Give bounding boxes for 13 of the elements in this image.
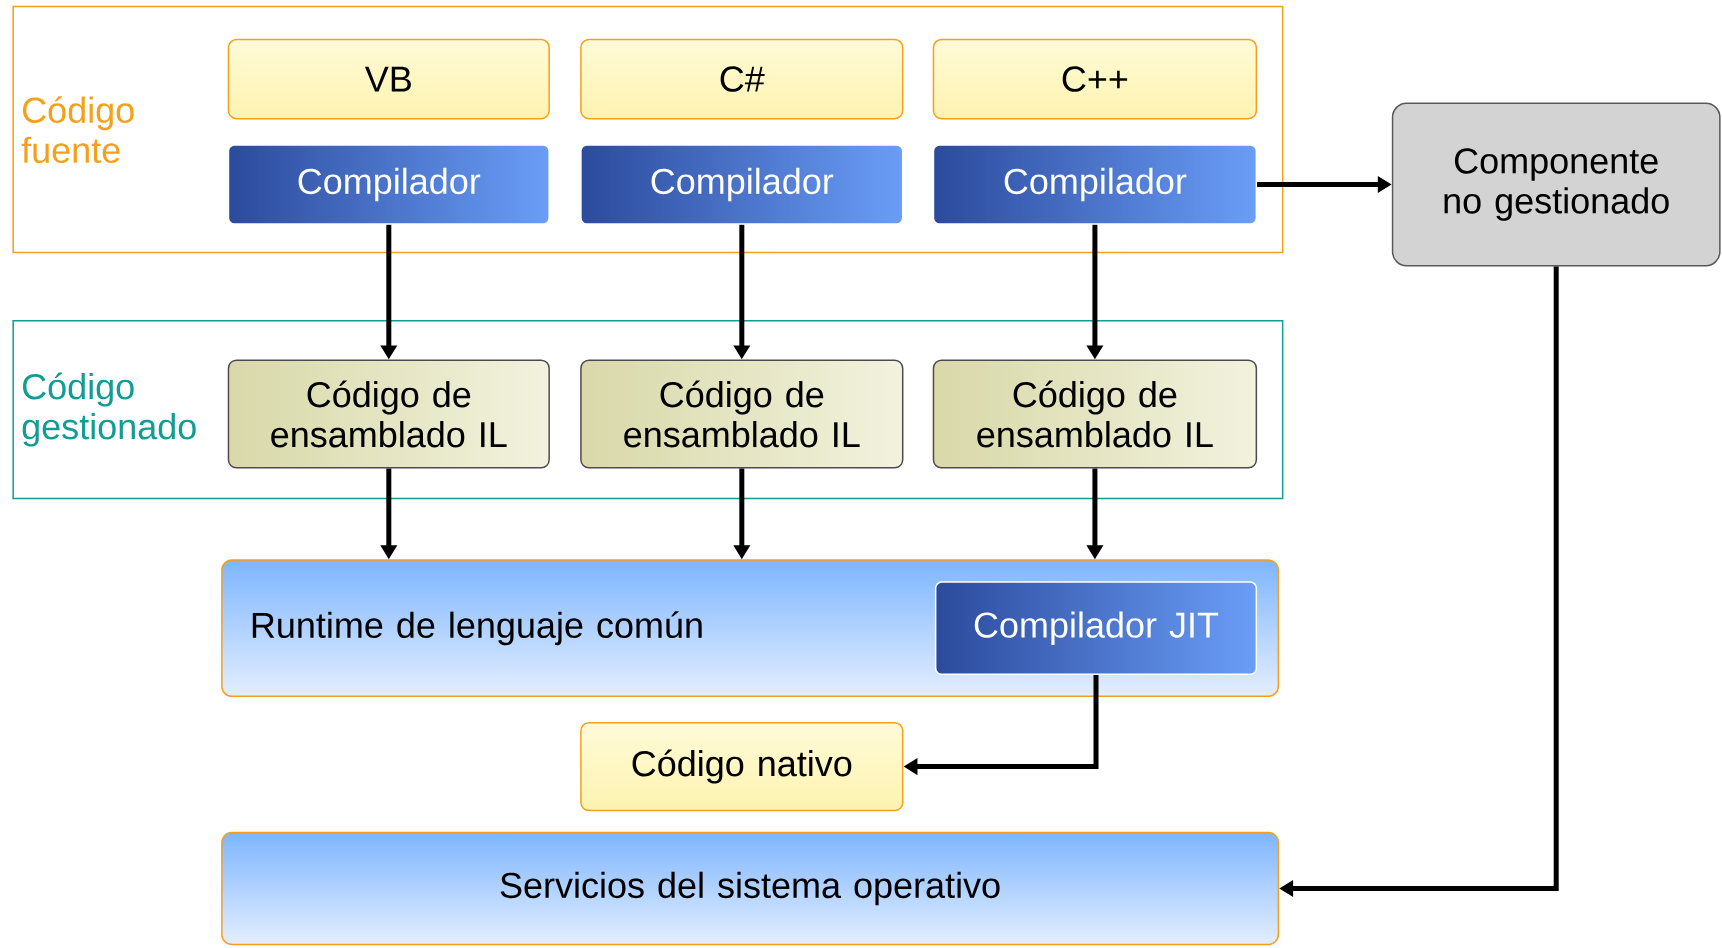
assembly-box: Código de ensamblado IL: [932, 359, 1258, 469]
services-panel: Servicios del sistema operativo: [221, 831, 1280, 946]
language-box: C++: [932, 38, 1258, 120]
component-box: Componente no gestionado: [1391, 102, 1721, 267]
compiler-box: Compilador: [932, 144, 1258, 225]
assembly-box: Código de ensamblado IL: [227, 359, 550, 469]
assembly-box: Código de ensamblado IL: [580, 359, 904, 469]
compiler-box: Compilador: [227, 144, 550, 225]
language-box: VB: [227, 38, 550, 120]
language-box: C#: [580, 38, 904, 120]
output-box: Código nativo: [580, 721, 904, 812]
compiler-box: Compilador: [580, 144, 904, 225]
compiler-box: Compilador JIT: [934, 581, 1258, 676]
